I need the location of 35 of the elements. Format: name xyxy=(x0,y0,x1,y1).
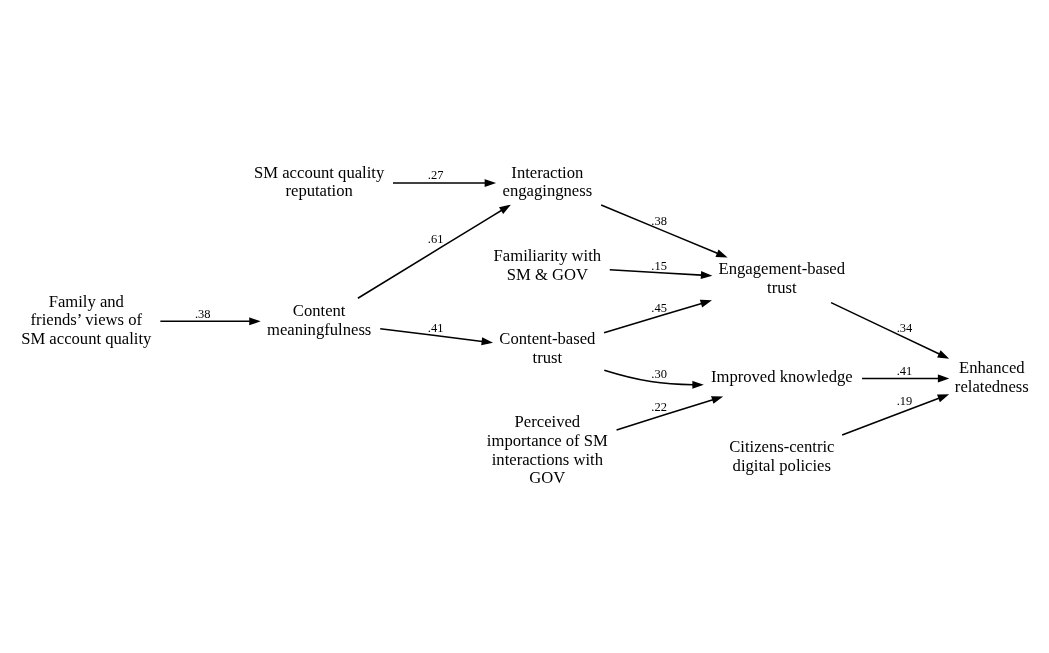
node-text: Perceived importance of SM interactions with GOV xyxy=(486,412,608,488)
edge-label: .22 xyxy=(651,400,667,415)
edge-label: .15 xyxy=(651,258,667,273)
edge-label: .41 xyxy=(896,363,913,378)
edge-label: .27 xyxy=(427,168,444,183)
arrow xyxy=(861,374,950,383)
arrow xyxy=(159,317,261,326)
node-text: Engagement-based trust xyxy=(718,259,846,298)
edge-label: .45 xyxy=(651,300,667,315)
arrow xyxy=(603,299,712,334)
node-text: Content-based trust xyxy=(499,328,596,367)
arrow xyxy=(830,301,950,359)
arrow xyxy=(615,396,724,431)
arrow xyxy=(600,204,728,258)
arrow xyxy=(841,394,950,436)
edge-label: .30 xyxy=(651,367,667,382)
edge-label: .34 xyxy=(896,321,913,336)
node-text: Interaction engagingness xyxy=(502,162,593,201)
node-text: Improved knowledge xyxy=(710,367,853,387)
node-text: Enhanced relatedness xyxy=(954,358,1029,396)
node-text: Content meaningfulness xyxy=(266,300,372,339)
edge-label: .38 xyxy=(194,306,211,321)
node-text: Familiarity with SM & GOV xyxy=(493,245,602,284)
arrow xyxy=(379,327,494,346)
arrow xyxy=(357,204,511,299)
arrow xyxy=(392,179,497,188)
edge-label: .19 xyxy=(896,394,913,409)
arrow xyxy=(603,369,704,389)
edge-label: .41 xyxy=(427,321,444,336)
edge-label: .61 xyxy=(427,231,444,246)
node-text: SM account quality reputation xyxy=(254,162,385,201)
arrow xyxy=(609,269,713,280)
edge-label: .38 xyxy=(651,214,667,229)
node-text: Family and friends’ views of SM account quality xyxy=(21,291,152,348)
node-text: Citizens-centric digital policies xyxy=(729,437,835,475)
